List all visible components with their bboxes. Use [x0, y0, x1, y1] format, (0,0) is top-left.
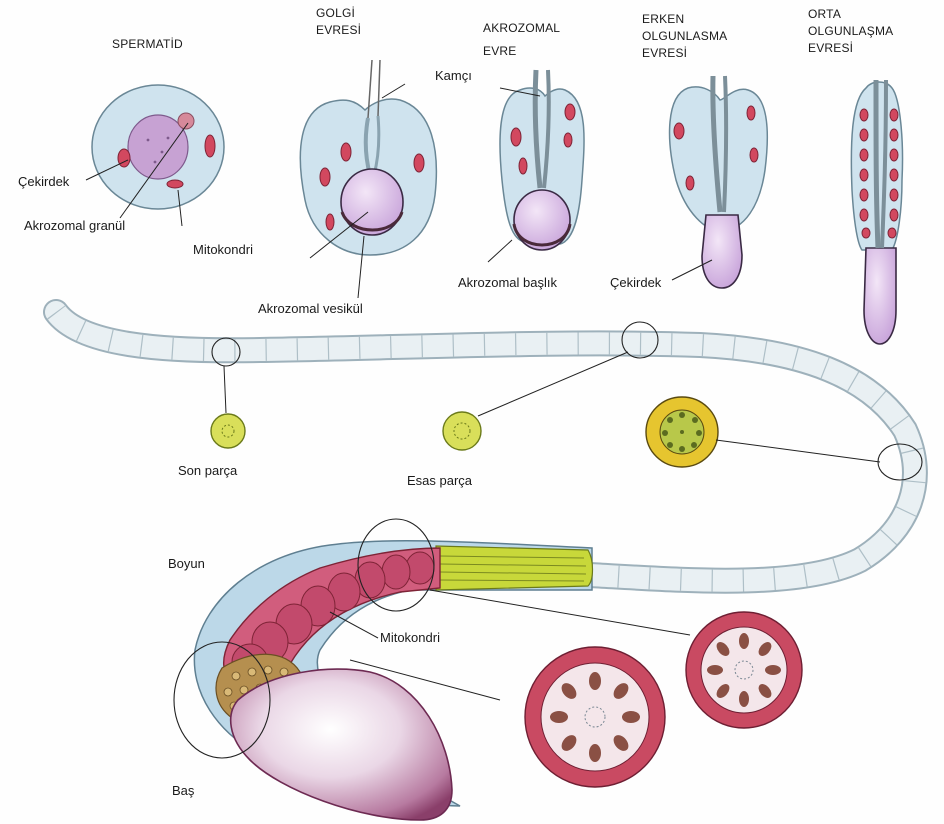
label-kamci: Kamçı: [435, 68, 472, 84]
label-cekirdek-spermatid: Çekirdek: [18, 174, 69, 190]
label-boyun: Boyun: [168, 556, 205, 572]
stage-title-akrozomal-line1: AKROZOMAL: [483, 20, 560, 37]
label-son-parca: Son parça: [178, 463, 237, 479]
orta-olgunlasma-cell: [851, 80, 902, 344]
stage-title-golgi: GOLGİ EVRESİ: [316, 5, 361, 39]
spermatid-cell: [86, 85, 224, 226]
label-esas-parca: Esas parça: [407, 473, 472, 489]
stage-title-orta-line2: OLGUNLAŞMA: [808, 23, 893, 40]
stage-title-orta-line3: EVRESİ: [808, 40, 893, 57]
stage-title-golgi-line2: EVRESİ: [316, 22, 361, 39]
stage-title-akrozomal-line2: EVRE: [483, 43, 560, 60]
stage-title-akrozomal: AKROZOMAL EVRE: [483, 20, 560, 60]
stage-title-erken-line2: OLGUNLASMA: [642, 28, 727, 45]
label-mitokondri-midpiece: Mitokondri: [380, 630, 440, 646]
label-bas: Baş: [172, 783, 194, 799]
label-cekirdek-erken: Çekirdek: [610, 275, 661, 291]
sperm-tail: [56, 312, 915, 581]
label-akrozomal-baslik: Akrozomal başlık: [458, 275, 557, 291]
akrozomal-stage-cell: [488, 70, 584, 262]
cross-section-son-parca: [211, 414, 245, 448]
cross-section-midpiece-large: [525, 647, 665, 787]
cross-section-esas-parca: [443, 412, 481, 450]
erken-olgunlasma-cell: [670, 76, 768, 288]
stage-title-orta: ORTA OLGUNLAŞMA EVRESİ: [808, 6, 893, 57]
label-mitokondri-spermatid: Mitokondri: [193, 242, 253, 258]
stage-title-spermatid: SPERMATİD: [112, 36, 183, 53]
stage-title-orta-line1: ORTA: [808, 6, 893, 23]
golgi-stage-cell: [300, 60, 436, 298]
stage-title-erken: ERKEN OLGUNLASMA EVRESİ: [642, 11, 727, 62]
sperm-body: [194, 541, 592, 820]
label-akrozomal-granul: Akrozomal granül: [24, 218, 125, 234]
cross-section-principal-piece: [646, 397, 718, 467]
stage-title-golgi-line1: GOLGİ: [316, 5, 361, 22]
stage-title-erken-line1: ERKEN: [642, 11, 727, 28]
stage-title-erken-line3: EVRESİ: [642, 45, 727, 62]
cross-section-principal-large: [686, 612, 802, 728]
label-akrozomal-vesikul: Akrozomal vesikül: [258, 301, 363, 317]
